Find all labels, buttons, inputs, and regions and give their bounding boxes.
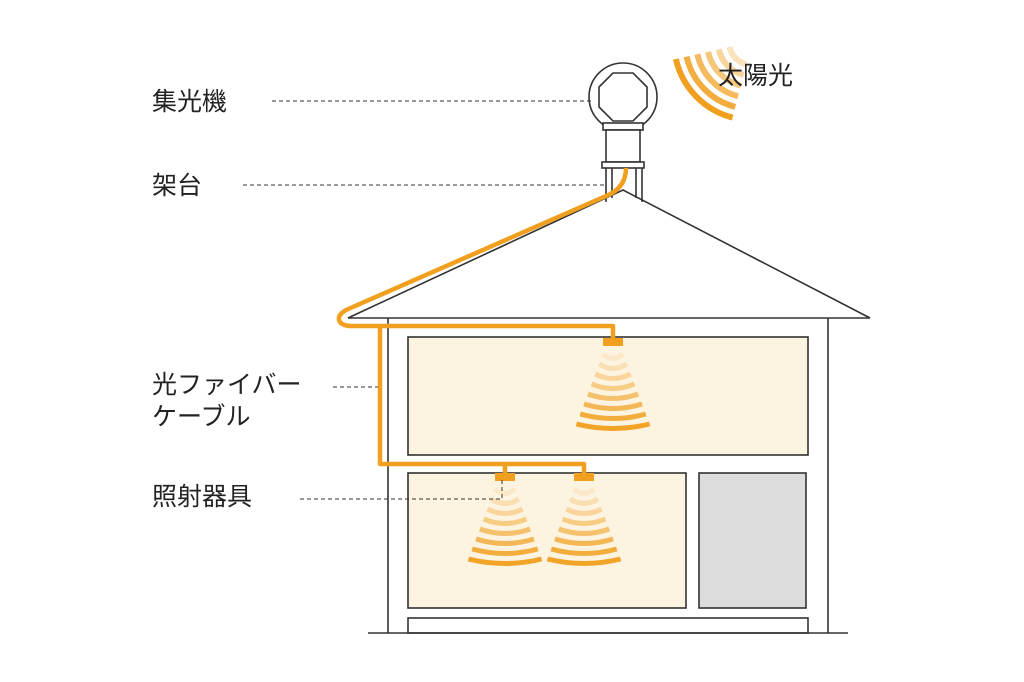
light-beam: [493, 487, 517, 496]
fiber-optic-cable: [336, 167, 629, 474]
light-beam: [550, 546, 618, 556]
stand-flange: [601, 161, 645, 169]
collector: [588, 62, 658, 202]
storage-room: [698, 472, 807, 609]
label-sunlight: 太陽光: [718, 61, 793, 90]
sun-ray: [726, 46, 748, 68]
fixture-head: [603, 338, 623, 346]
sun-ray: [672, 58, 734, 121]
light-beam: [579, 411, 647, 421]
sun-ray: [715, 48, 745, 78]
label-cable-line1: 光ファイバー: [152, 370, 302, 399]
light-beam: [590, 381, 636, 391]
collector-lens: [598, 72, 648, 122]
sun-ray: [705, 51, 742, 89]
label-stand: 架台: [152, 171, 202, 200]
light-beam: [568, 496, 600, 506]
sun-ray: [694, 53, 739, 100]
label-collector: 集光機: [152, 87, 227, 116]
light-beam: [467, 556, 543, 566]
light-beam: [572, 487, 596, 496]
light-beam: [478, 526, 532, 536]
light-beam: [475, 536, 535, 546]
light-beam: [586, 391, 640, 401]
label-cable-line2: ケーブル: [152, 402, 251, 431]
roof: [347, 189, 871, 319]
light-beam: [489, 496, 521, 506]
house: [347, 189, 871, 634]
lighting-fixtures: [467, 338, 651, 566]
light-beam: [594, 371, 632, 381]
light-beam: [486, 506, 524, 516]
collector-body: [605, 129, 641, 163]
light-beam: [597, 361, 629, 371]
collector-base: [602, 122, 644, 131]
lighting-fixture: [546, 473, 622, 566]
light-beam: [557, 526, 611, 536]
light-beam: [546, 556, 622, 566]
light-beam: [561, 516, 607, 526]
sun-rays: [672, 46, 748, 121]
lower-room: [407, 472, 687, 609]
light-beam: [601, 352, 625, 361]
fixture-head: [574, 473, 594, 481]
light-beam: [583, 401, 643, 411]
light-beam: [482, 516, 528, 526]
light-beam: [575, 421, 651, 431]
lighting-fixture: [575, 338, 651, 431]
sun-ray: [683, 55, 737, 110]
foundation: [407, 617, 809, 634]
light-beam: [554, 536, 614, 546]
lighting-fixture: [467, 473, 543, 566]
light-beam: [471, 546, 539, 556]
fixture-head: [495, 473, 515, 481]
label-fixture: 照射器具: [152, 482, 252, 511]
light-beam: [565, 506, 603, 516]
